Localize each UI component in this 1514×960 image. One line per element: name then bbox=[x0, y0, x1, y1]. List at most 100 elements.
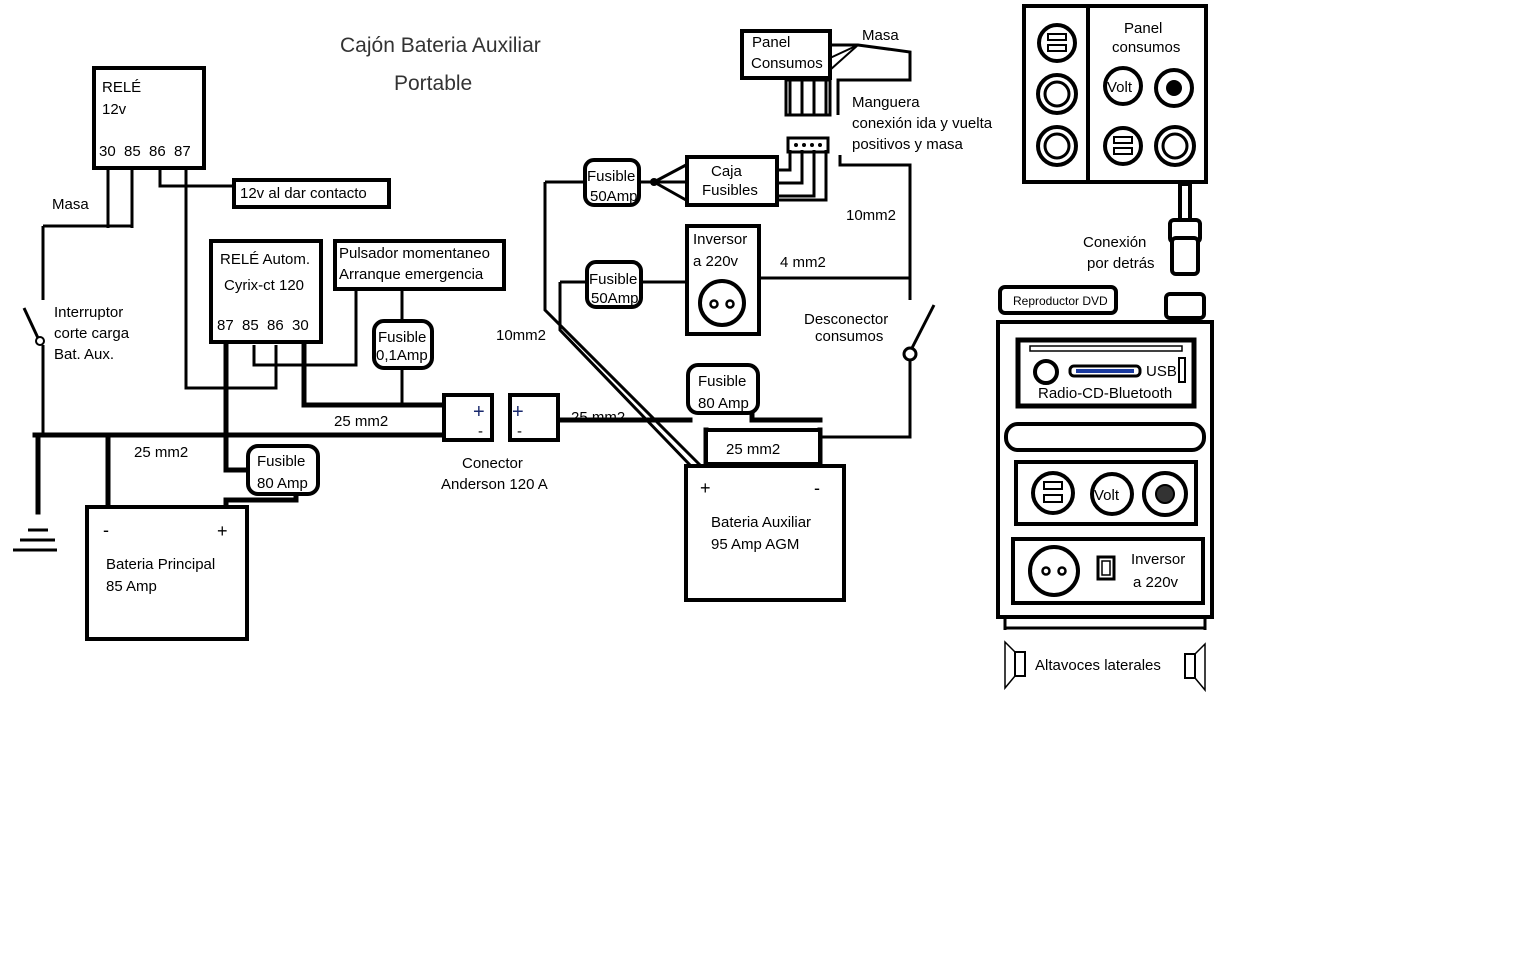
panel-right-line1: Panel bbox=[1124, 20, 1162, 37]
rele-cyrix-box bbox=[209, 239, 323, 344]
rele-12v-box bbox=[92, 66, 206, 170]
fusible-80-left-box bbox=[246, 444, 320, 496]
caja-fusibles-line2: Fusibles bbox=[702, 182, 758, 199]
conexion-line2: por detrás bbox=[1087, 255, 1155, 272]
inversor-line1: Inversor bbox=[693, 231, 747, 248]
wire-10-left-label: 10mm2 bbox=[496, 327, 546, 344]
wire-25-right-label: 25 mm2 bbox=[571, 409, 625, 426]
radio-usb-label: USB bbox=[1146, 363, 1177, 380]
manguera-plug-top bbox=[784, 78, 832, 117]
cabinet bbox=[996, 320, 1214, 630]
anderson-left-plus: + bbox=[473, 401, 485, 423]
bateria-auxiliar-box bbox=[684, 464, 846, 602]
rele-cyrix-title: RELÉ Autom. bbox=[220, 251, 310, 268]
panel-consumos-box bbox=[740, 29, 832, 80]
bateria-principal-box bbox=[85, 505, 249, 641]
anderson-right-plus: + bbox=[512, 401, 524, 423]
contacto-box bbox=[232, 178, 391, 209]
wire-25-bat-box bbox=[704, 428, 822, 466]
panel-right-line2: consumos bbox=[1112, 39, 1180, 56]
fusible-50-mid-line1: Fusible bbox=[589, 271, 637, 288]
manguera-line3: positivos y masa bbox=[852, 136, 964, 153]
rele-cyrix-pins: 87 85 86 30 bbox=[217, 317, 309, 334]
wire-25-mid-label: 25 mm2 bbox=[334, 413, 388, 430]
fusible-01-line2: 0,1Amp bbox=[376, 347, 428, 364]
manguera-line2: conexión ida y vuelta bbox=[852, 115, 993, 132]
radio-label: Radio-CD-Bluetooth bbox=[1038, 385, 1172, 402]
anderson-left-half bbox=[442, 393, 494, 442]
interruptor-line2: corte carga bbox=[54, 325, 130, 342]
fusible-50-mid-box bbox=[585, 260, 643, 309]
desconector-switch bbox=[902, 304, 936, 362]
interruptor-switch bbox=[22, 307, 45, 346]
junction-dot bbox=[650, 178, 658, 186]
anderson-right-minus: - bbox=[517, 423, 522, 440]
altavoces-label: Altavoces laterales bbox=[1035, 657, 1161, 674]
panel-consumos-line2: Consumos bbox=[751, 55, 823, 72]
wire-4-label: 4 mm2 bbox=[780, 254, 826, 271]
bateria-principal-line2: 85 Amp bbox=[106, 578, 157, 595]
fusible-80-left-line2: 80 Amp bbox=[257, 475, 308, 492]
masa-left-label: Masa bbox=[52, 196, 89, 213]
dvd-box bbox=[998, 285, 1118, 315]
rear-connector bbox=[1164, 182, 1206, 320]
fusible-50-top-line2: 50Amp bbox=[590, 188, 638, 205]
ground-symbol bbox=[13, 528, 57, 552]
diagram-title-line1: Cajón Bateria Auxiliar bbox=[340, 34, 541, 57]
volt-front-label: Volt bbox=[1094, 487, 1120, 504]
caja-fusibles-line1: Caja bbox=[711, 163, 743, 180]
socket-icon bbox=[698, 279, 746, 327]
conexion-line1: Conexión bbox=[1083, 234, 1146, 251]
rele-12v-pins: 30 85 86 87 bbox=[99, 143, 191, 160]
inversor-line2: a 220v bbox=[693, 253, 739, 270]
panel-right-volt: Volt bbox=[1107, 79, 1133, 96]
interruptor-line3: Bat. Aux. bbox=[54, 346, 114, 363]
fusible-50-top-box bbox=[583, 158, 641, 207]
anderson-right-half bbox=[508, 393, 560, 442]
fusible-01-box bbox=[372, 319, 434, 370]
fusible-50-top-line1: Fusible bbox=[587, 168, 635, 185]
bateria-principal-minus: - bbox=[103, 520, 109, 540]
desconector-line2: consumos bbox=[815, 328, 883, 345]
pulsador-line2: Arranque emergencia bbox=[339, 266, 484, 283]
wire-25-left-label: 25 mm2 bbox=[134, 444, 188, 461]
bateria-auxiliar-plus: + bbox=[700, 478, 711, 498]
anderson-line2: Anderson 120 A bbox=[441, 476, 548, 493]
pulsador-box bbox=[333, 239, 506, 291]
rele-12v-title: RELÉ bbox=[102, 79, 141, 96]
wire-10-right-label: 10mm2 bbox=[846, 207, 896, 224]
fusible-80-right-line1: Fusible bbox=[698, 373, 746, 390]
desconector-line1: Desconector bbox=[804, 311, 888, 328]
plug-pins bbox=[794, 143, 822, 147]
masa-top-label: Masa bbox=[862, 27, 899, 44]
wire-25-bat-label: 25 mm2 bbox=[726, 441, 780, 458]
rele-12v-voltage: 12v bbox=[102, 101, 127, 118]
speaker-right-icon bbox=[1184, 642, 1206, 693]
interruptor-line1: Interruptor bbox=[54, 304, 123, 321]
panel-consumos-line1: Panel bbox=[752, 34, 790, 51]
bateria-auxiliar-line2: 95 Amp AGM bbox=[711, 536, 799, 553]
inversor-front-line1: Inversor bbox=[1131, 551, 1185, 568]
contacto-label: 12v al dar contacto bbox=[240, 185, 367, 202]
bateria-principal-plus: + bbox=[217, 521, 228, 541]
fusible-80-right-line2: 80 Amp bbox=[698, 395, 749, 412]
anderson-line1: Conector bbox=[462, 455, 523, 472]
wires bbox=[32, 43, 912, 515]
speaker-left-icon bbox=[1004, 640, 1026, 691]
fusible-01-line1: Fusible bbox=[378, 329, 426, 346]
fusible-80-right-box bbox=[686, 363, 760, 415]
inversor-front-line2: a 220v bbox=[1133, 574, 1179, 591]
caja-fusibles-box bbox=[685, 155, 779, 207]
dvd-label: Reproductor DVD bbox=[1013, 294, 1108, 308]
bateria-auxiliar-minus: - bbox=[814, 478, 820, 498]
fusible-80-left-line1: Fusible bbox=[257, 453, 305, 470]
diagram-title-line2: Portable bbox=[394, 72, 472, 95]
manguera-plug-bottom bbox=[786, 136, 830, 154]
anderson-left-minus: - bbox=[478, 423, 483, 440]
pulsador-line1: Pulsador momentaneo bbox=[339, 245, 490, 262]
manguera-line1: Manguera bbox=[852, 94, 920, 111]
bateria-principal-line1: Bateria Principal bbox=[106, 556, 215, 573]
rele-cyrix-model: Cyrix-ct 120 bbox=[224, 277, 304, 294]
fusible-50-mid-line2: 50Amp bbox=[591, 290, 639, 307]
